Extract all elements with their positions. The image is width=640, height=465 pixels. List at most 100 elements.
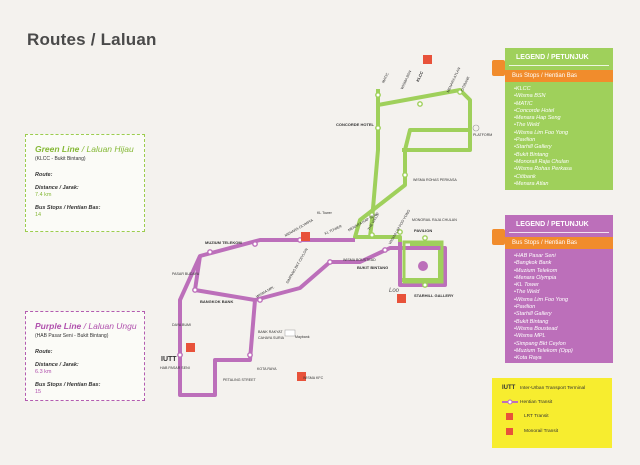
key-row-iutt: IUTT Inter-Urban Transport Terminal	[502, 385, 585, 391]
page-title: Routes / Laluan	[27, 30, 157, 49]
green-legend: LEGEND / PETUNJUK Bus Stops / Hentian Ba…	[505, 48, 613, 190]
label-hab: HAB PASAR SENI	[160, 366, 190, 370]
stop-muzium	[207, 249, 213, 255]
purple-stop-item: •HAB Pasar Seni	[514, 253, 556, 259]
key-lrt-text: LRT Transit	[524, 414, 549, 419]
stop-boustead	[327, 259, 333, 265]
key-row-lrt: LRT Transit	[502, 413, 549, 420]
lrt-icon-kota	[297, 372, 306, 381]
monorail-icon	[506, 428, 513, 435]
green-stop-item: •Concorde Hotel	[514, 107, 555, 114]
stop-hap-seng	[369, 212, 375, 218]
label-starhill: STARHILL GALLERY	[414, 293, 454, 298]
green-stop-item: •KLCC	[514, 86, 531, 92]
bukit-bintang-loop	[402, 240, 444, 284]
green-stop-item: •Bukit Bintang	[514, 151, 549, 158]
purple-line-title: Purple Line / Laluan Ungu	[35, 321, 144, 331]
green-distance-label: Distance / Jarak:	[35, 185, 144, 191]
lrt-icon	[506, 413, 513, 420]
label-bukit-bintang: BUKIT BINTANG	[357, 265, 389, 270]
key-row-stop: Hentian Transit	[502, 399, 552, 405]
green-stop-markers	[369, 89, 463, 288]
stop-mpl	[257, 297, 263, 303]
label-kota-raya: KOTA RAYA	[257, 367, 277, 371]
purple-stop-item: •Simpang Bkt Ceylon	[514, 340, 566, 347]
stop-bangkok	[192, 287, 198, 293]
green-stop-item: •Menara Hap Seng	[514, 115, 561, 122]
stop-kota-raya	[247, 352, 253, 358]
label-loop: Loo	[389, 288, 400, 294]
purple-stop-item: •Kota Raya	[514, 355, 542, 362]
green-stop-item: •Menara Atlan	[514, 180, 549, 187]
label-pavilion: PAVILION	[414, 228, 433, 233]
purple-line-title-en: Purple Line	[35, 321, 82, 331]
green-route-label: Route:	[35, 172, 53, 178]
stop-starhill	[422, 282, 428, 288]
key-stop-text: Hentian Transit	[520, 399, 553, 405]
purple-stop-list: •HAB Pasar Seni•Bangkok Bank•Muzium Tele…	[514, 253, 613, 362]
stop-pavilion	[422, 235, 428, 241]
green-stop-item: •The Weld	[514, 122, 540, 129]
green-line-route-desc: (KLCC - Bukit Bintang)	[35, 156, 86, 162]
maybank-icon	[284, 329, 296, 337]
stop-rohas	[402, 172, 408, 178]
label-maybank: Maybank	[295, 335, 310, 339]
label-concorde: CONCORDE HOTEL	[336, 122, 374, 127]
stop-hab	[177, 352, 183, 358]
label-muzium: MUZIUM TELEKOM	[205, 240, 242, 245]
purple-bus-tab	[492, 229, 505, 245]
green-stops-label-my: / Hentian Bas:	[63, 205, 101, 211]
purple-stop-item: •KL Tower	[514, 282, 539, 289]
label-petaling: PETALING STREET	[223, 378, 256, 382]
stop-raja-chulan	[397, 229, 403, 235]
stop-olympia	[252, 241, 258, 247]
green-bus-tab	[492, 60, 505, 76]
green-legend-heading: LEGEND / PETUNJUK	[509, 48, 609, 66]
loop-center	[418, 261, 428, 271]
label-pasar-budaya: PASAR BUDAYA	[172, 272, 200, 276]
label-bangkok: BANGKOK BANK	[200, 299, 234, 304]
label-platform: PLATFORM	[473, 133, 493, 137]
purple-distance-label: Distance / Jarak:	[35, 362, 144, 368]
purple-line-route-desc: (HAB Pasar Seni - Bukit Bintang)	[35, 333, 109, 339]
purple-stop-item: •The Weld	[514, 289, 540, 296]
label-kl-tower-small: KL Tower	[317, 211, 332, 215]
green-line-title-my: / Laluan Hijau	[81, 144, 134, 154]
green-stop-item: •Wisma Rohas Perkasa	[514, 166, 572, 173]
green-line-path	[353, 88, 472, 282]
purple-distance-label-en: Distance	[35, 362, 58, 368]
label-boustead: WISMA BOUSTEAD	[343, 258, 376, 262]
stop-concorde	[375, 125, 381, 131]
purple-distance-label-my: / Jarak:	[59, 362, 79, 368]
purple-stop-item: •Pavilion	[514, 304, 536, 311]
purple-stops-label-my: / Hentian Bas:	[63, 382, 101, 388]
green-stop-item: •Pavilion	[514, 137, 536, 144]
purple-stop-item: •Muzium Telekom (Opp)	[514, 347, 573, 354]
green-line-info: Green Line / Laluan Hijau (KLCC - Bukit …	[25, 134, 145, 232]
green-distance-label-my: / Jarak:	[59, 185, 79, 191]
purple-stop-markers	[177, 237, 388, 358]
green-legend-sub: Bus Stops / Hentian Bas	[505, 70, 613, 82]
purple-stops-label: Bus Stops / Hentian Bas:	[35, 382, 144, 388]
purple-distance-value: 6.3 km	[35, 369, 52, 375]
platform-marker	[472, 124, 480, 132]
green-line-title: Green Line / Laluan Hijau	[35, 144, 144, 154]
purple-stops-value: 15	[35, 389, 42, 395]
stop-bb-purple	[382, 247, 388, 253]
key-row-mono: Monorail Transit	[502, 428, 558, 435]
green-stops-value: 14	[35, 212, 42, 218]
green-line-title-en: Green Line	[35, 144, 80, 154]
purple-legend-heading: LEGEND / PETUNJUK	[509, 215, 609, 233]
green-stop-item: •Citibank	[514, 173, 536, 180]
green-stop-item: •Starhill Gallery	[514, 144, 552, 151]
transit-stop-icon	[502, 399, 518, 405]
green-distance-label-en: Distance	[35, 185, 58, 191]
key-iutt-text: Inter-Urban Transport Terminal	[520, 385, 586, 391]
purple-line-info: Purple Line / Laluan Ungu (HAB Pasar Sen…	[25, 311, 145, 401]
purple-legend: LEGEND / PETUNJUK Bus Stops / Hentian Ba…	[505, 215, 613, 363]
lrt-icon-hab	[186, 343, 195, 352]
label-monorail-raja: MONORAIL RAJA CHULAN	[412, 218, 457, 222]
green-stops-label-en: Bus Stops	[35, 205, 63, 211]
purple-stop-item: •Wisma Boustead	[514, 325, 558, 332]
label-cahaya-suria: CAHAYA SURIA	[258, 336, 285, 340]
